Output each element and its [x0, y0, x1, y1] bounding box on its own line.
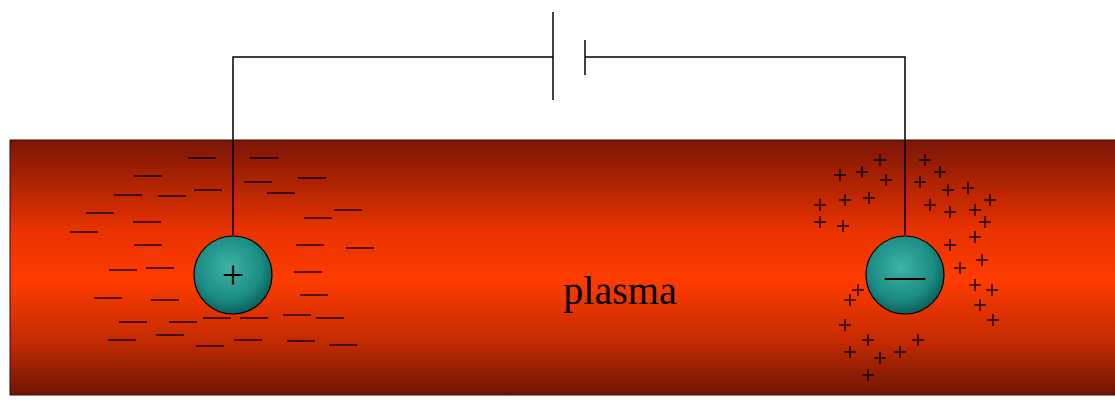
polarity-sign: + [193, 235, 273, 315]
cathode-electrode: — [865, 235, 945, 315]
charge-stroke [134, 244, 162, 245]
charge-stroke [108, 339, 136, 340]
charge-stroke [169, 321, 197, 322]
charge-stroke [979, 299, 980, 311]
charge-stroke [86, 212, 114, 213]
charge-stroke [94, 297, 122, 298]
charge-stroke [196, 345, 224, 346]
charge-stroke [250, 157, 278, 158]
plasma-region: plasma + — [10, 140, 1115, 395]
charge-stroke [849, 294, 850, 306]
charge-stroke [929, 199, 930, 211]
charge-stroke [857, 284, 858, 296]
charge-stroke [316, 317, 344, 318]
charge-stroke [981, 254, 982, 266]
charge-stroke [188, 157, 216, 158]
charge-stroke [334, 209, 362, 210]
charge-stroke [283, 314, 311, 315]
charge-stroke [917, 334, 918, 346]
charge-stroke [974, 231, 975, 243]
charge-stroke [287, 340, 315, 341]
charge-stroke [134, 175, 162, 176]
anode-electrode: + [193, 235, 273, 315]
charge-stroke [919, 176, 920, 188]
charge-stroke [294, 271, 322, 272]
charge-stroke [924, 154, 925, 166]
charge-stroke [304, 217, 332, 218]
charge-stroke [861, 166, 862, 178]
charge-stroke [329, 344, 357, 345]
charge-stroke [234, 339, 262, 340]
charge-stroke [267, 192, 295, 193]
circuit-wire [233, 57, 905, 235]
charge-stroke [967, 182, 968, 194]
charge-stroke [296, 244, 324, 245]
charge-stroke [156, 334, 184, 335]
charge-stroke [879, 154, 880, 166]
charge-stroke [849, 346, 850, 358]
charge-stroke [151, 299, 179, 300]
charge-stroke [868, 192, 869, 204]
charge-stroke [346, 247, 374, 248]
charge-stroke [203, 317, 231, 318]
charge-stroke [839, 169, 840, 181]
charge-stroke [949, 206, 950, 218]
charge-stroke [867, 369, 868, 381]
plasma-band [10, 140, 1115, 395]
charge-stroke [194, 189, 222, 190]
charge-stroke [819, 199, 820, 211]
charge-stroke [885, 174, 886, 186]
charge-stroke [959, 262, 960, 274]
battery-plate-long [552, 12, 554, 100]
charge-stroke [949, 239, 950, 251]
charge-stroke [240, 317, 268, 318]
charge-stroke [114, 194, 142, 195]
charge-stroke [842, 220, 843, 232]
charge-stroke [109, 269, 137, 270]
charge-stroke [991, 284, 992, 296]
charge-stroke [844, 194, 845, 206]
charge-stroke [984, 216, 985, 228]
charge-stroke [974, 279, 975, 291]
charge-stroke [899, 346, 900, 358]
charge-stroke [867, 334, 868, 346]
charge-stroke [300, 294, 328, 295]
charge-stroke [947, 184, 948, 196]
charge-stroke [146, 267, 174, 268]
charge-marks [70, 154, 999, 381]
charge-stroke [879, 352, 880, 364]
charge-stroke [119, 321, 147, 322]
charge-stroke [974, 204, 975, 216]
polarity-sign: — [865, 235, 945, 315]
charge-stroke [298, 177, 326, 178]
charge-stroke [158, 195, 186, 196]
charge-stroke [133, 221, 161, 222]
charge-stroke [70, 231, 98, 232]
charge-stroke [244, 181, 272, 182]
charge-stroke [819, 216, 820, 228]
region-label: plasma [563, 267, 676, 314]
charge-stroke [939, 166, 940, 178]
charge-stroke [989, 194, 990, 206]
charge-stroke [992, 314, 993, 326]
charge-stroke [844, 319, 845, 331]
